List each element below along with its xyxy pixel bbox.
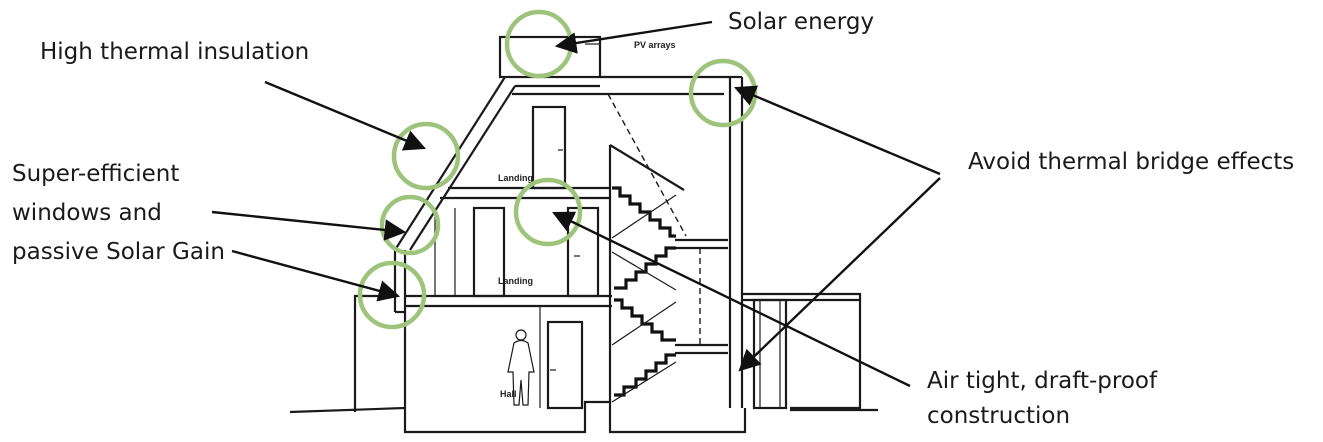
left-extension: [353, 294, 395, 412]
person-silhouette: [507, 329, 535, 406]
callout-arrows: [211, 20, 941, 388]
landing-upper-label: Landing: [498, 173, 533, 183]
roof-box: [498, 35, 602, 79]
arrow-insulation: [264, 80, 426, 151]
ring-insulation: [391, 121, 461, 191]
arrow-thermal-bridge-2: [738, 177, 941, 372]
door-top: [531, 105, 567, 190]
label-high-thermal-insulation: High thermal insulation: [40, 39, 309, 65]
ring-window: [379, 194, 441, 256]
arrow-solar-gain: [231, 249, 401, 302]
label-super-efficient-3: passive Solar Gain: [12, 239, 225, 265]
right-extension: [742, 292, 862, 410]
label-super-efficient-2: windows and: [12, 200, 162, 226]
label-avoid-thermal-bridge: Avoid thermal bridge effects: [968, 149, 1294, 175]
highlight-rings: [357, 9, 758, 330]
door-mid-2: [566, 206, 600, 298]
stair-rail-top: [609, 144, 685, 191]
arrow-airtight: [552, 211, 911, 388]
ring-airtight: [513, 177, 583, 247]
building-section: PV arrays Landing Landing Hall: [289, 35, 878, 434]
ground-line-left: [289, 406, 406, 414]
stair-flight-2: [614, 246, 676, 290]
sloped-wall-outer: [394, 76, 506, 251]
foundation: [403, 400, 747, 434]
door-ground: [546, 320, 584, 410]
landing-lower-label: Landing: [498, 276, 533, 286]
hall-label: Hall: [500, 389, 517, 399]
label-air-tight-1: Air tight, draft-proof: [927, 368, 1158, 394]
sloped-wall-inner: [409, 85, 516, 251]
arrow-thermal-bridge-1: [734, 85, 941, 176]
arrow-solar: [554, 20, 713, 54]
ring-window-lower: [357, 260, 427, 330]
right-extension-door: [752, 298, 788, 410]
door-mid-1: [472, 206, 506, 298]
stair-flight-4: [614, 353, 676, 397]
dashed-glazing: [607, 93, 687, 237]
ring-solar: [504, 9, 574, 79]
label-air-tight-2: construction: [927, 403, 1070, 429]
stair-flight-1: [612, 186, 676, 238]
label-super-efficient-1: Super-efficient: [12, 161, 179, 187]
stair-flight-3: [614, 298, 676, 342]
arrow-windows: [211, 210, 407, 241]
label-solar-energy: Solar energy: [728, 9, 874, 35]
pv-arrays-label: PV arrays: [634, 40, 676, 50]
